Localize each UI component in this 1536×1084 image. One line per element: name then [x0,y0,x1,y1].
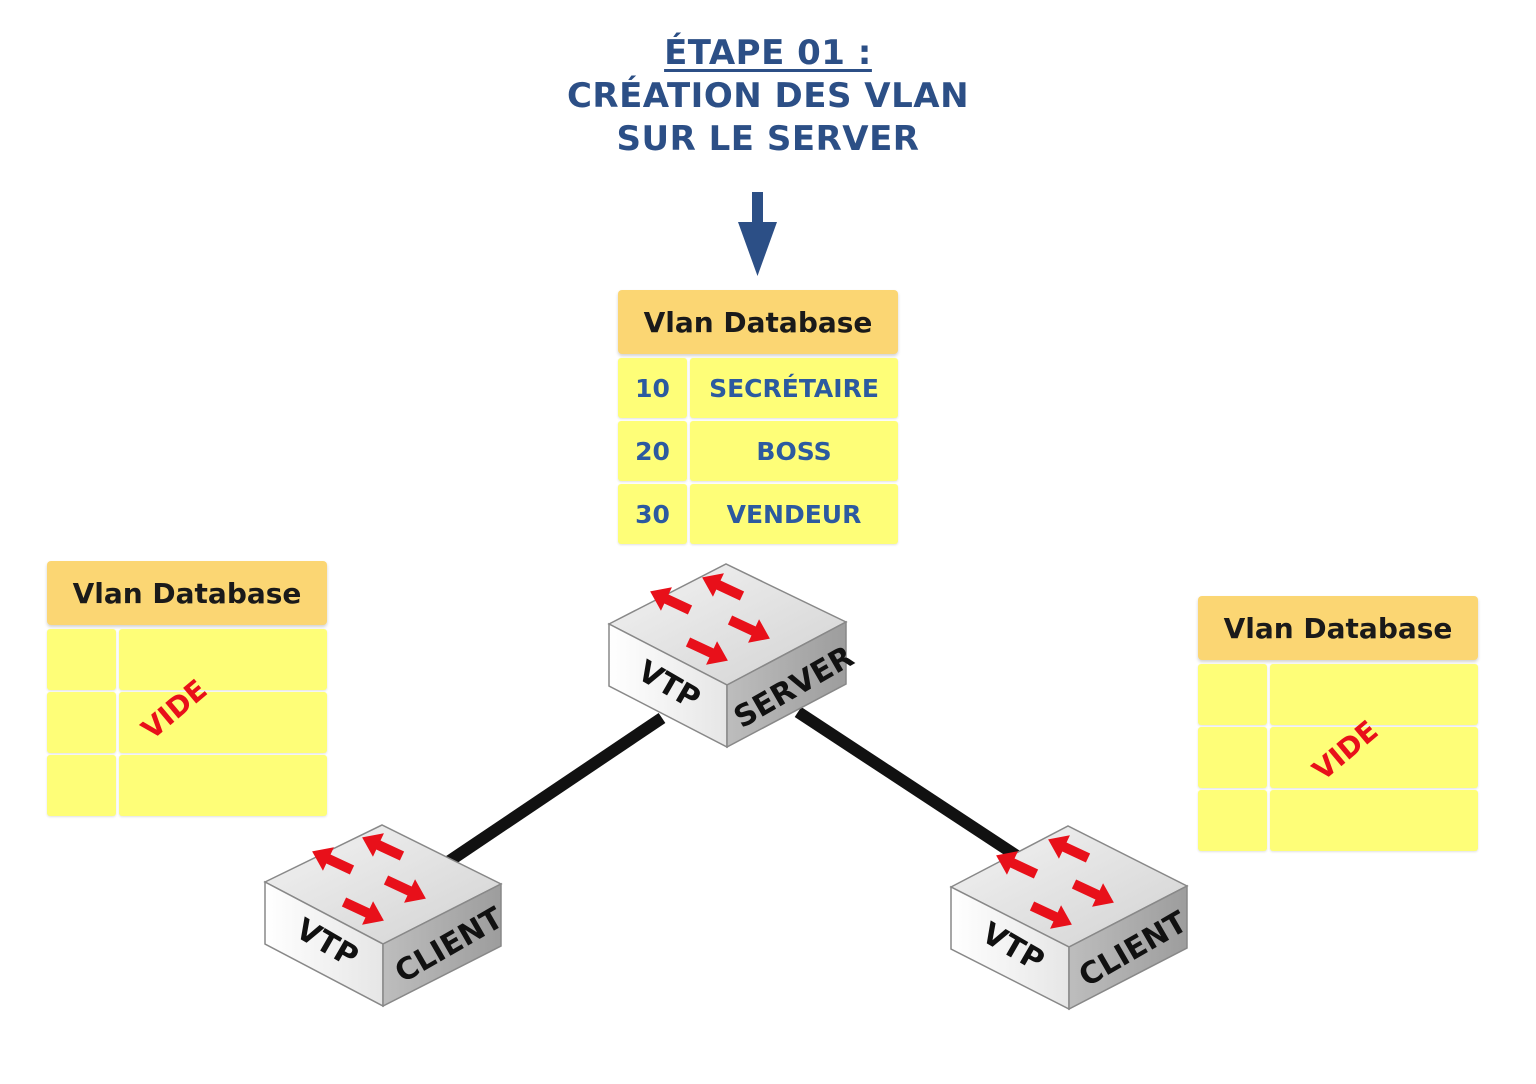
step-title: ÉTAPE 01 : CRÉATION DES VLAN SUR LE SERV… [0,32,1536,161]
empty-cell [47,629,116,690]
empty-cell [1198,790,1267,851]
client-left-db-header: Vlan Database [47,561,327,625]
empty-cell [47,692,116,753]
empty-cell [1198,727,1267,788]
vlan-name-cell: BOSS [690,421,898,481]
link-server-client-left [444,713,666,867]
empty-cell [1198,664,1267,725]
step-title-line3: SUR LE SERVER [616,119,920,159]
client-right-switch-icon [949,825,1189,1011]
vlan-id-cell: 30 [618,484,687,544]
empty-cell [119,629,327,690]
empty-cell [1270,727,1478,788]
client-right-db-header: Vlan Database [1198,596,1478,660]
vlan-id-cell: 10 [618,358,687,418]
vlan-id-cell: 20 [618,421,687,481]
server-db-header: Vlan Database [618,290,898,354]
empty-cell [47,755,116,816]
step-title-line2: CRÉATION DES VLAN [566,76,970,116]
empty-cell [119,755,327,816]
empty-cell [1270,790,1478,851]
client-right-vlan-database: Vlan Database VIDE [1198,596,1478,852]
client-left-switch-icon [263,824,503,1008]
vlan-name-cell: SECRÉTAIRE [690,358,898,418]
down-arrow-icon [738,192,777,276]
server-vlan-database: Vlan Database 10 SECRÉTAIRE 20 BOSS 30 V… [618,290,898,544]
step-title-line1: ÉTAPE 01 : [664,33,872,73]
link-server-client-right [794,706,1024,864]
client-left-vlan-database: Vlan Database VIDE [47,561,327,817]
server-switch-icon [607,563,848,749]
vlan-name-cell: VENDEUR [690,484,898,544]
empty-cell [119,692,327,753]
empty-cell [1270,664,1478,725]
